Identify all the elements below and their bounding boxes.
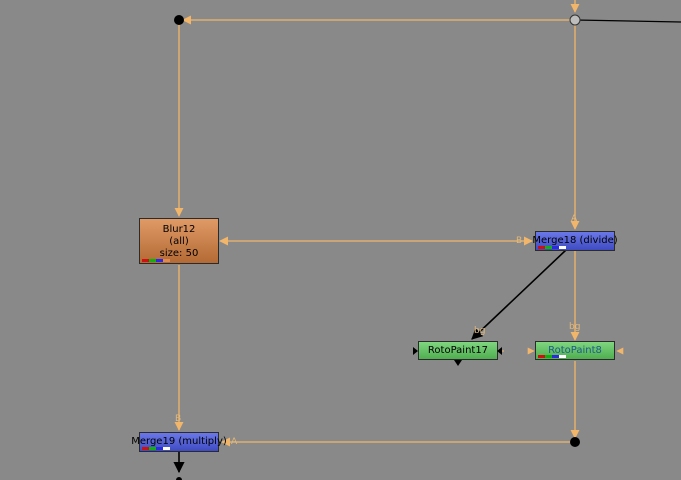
rotopaint17-label: RotoPaint17 (427, 345, 489, 356)
rotopaint17-node[interactable]: RotoPaint17 (418, 341, 498, 360)
rotopaint8-channel-indicator (538, 355, 566, 358)
blur12-node[interactable]: Blur12 (all) size: 50 (139, 218, 219, 264)
blur12-name: Blur12 (162, 224, 196, 235)
blur12-size: size: 50 (159, 248, 199, 259)
dot-node-top-right[interactable] (569, 14, 581, 26)
pipe-merge18-to-roto17[interactable] (471, 249, 567, 340)
merge18-node[interactable]: Merge18 (divide) (532, 231, 618, 251)
merge19-label: Merge19 (multiply) (131, 436, 227, 447)
merge19-channel-indicator (142, 447, 170, 450)
rotopaint17-mask-input-icon (497, 347, 502, 355)
merge19-node[interactable]: Merge19 (multiply) (131, 432, 227, 452)
rotopaint8-node[interactable]: RotoPaint8 (535, 341, 615, 360)
rotopaint8-label: RotoPaint8 (548, 345, 602, 356)
dot-node-top-left[interactable] (174, 15, 184, 25)
rotopaint17-left-input-icon (413, 347, 418, 355)
blur12-channel-indicator (142, 259, 170, 262)
merge18-channel-indicator (538, 246, 566, 249)
merge19-input-a-label: A (231, 437, 238, 447)
rotopaint8-bg-label: bg (569, 322, 581, 332)
merge18-label: Merge18 (divide) (532, 235, 618, 246)
pipe-end-dot (176, 477, 182, 480)
rotopaint17-output-icon (454, 360, 462, 366)
rotopaint17-bg-label: bg (474, 326, 486, 336)
dot-node-bottom-right[interactable] (570, 437, 580, 447)
merge19-input-b-label: B (175, 414, 182, 424)
blur12-channels: (all) (169, 236, 189, 247)
merge18-input-a-label: A (571, 214, 578, 224)
pipe-dot-out-right[interactable] (574, 19, 681, 23)
merge18-input-b-label: B (516, 236, 523, 246)
